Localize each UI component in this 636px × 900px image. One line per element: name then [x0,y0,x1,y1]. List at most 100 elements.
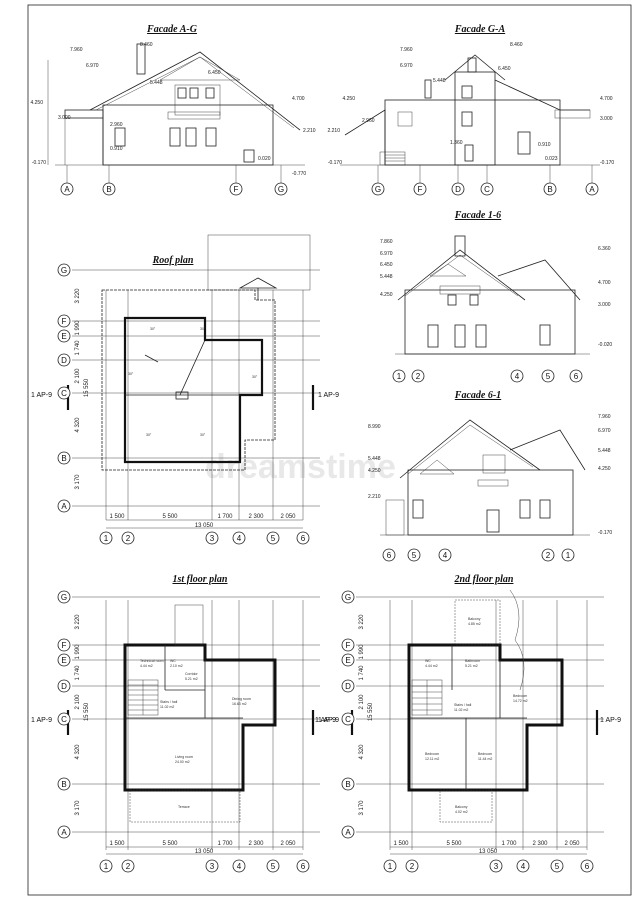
svg-text:2 050: 2 050 [280,514,296,520]
svg-text:Bedroom: Bedroom [425,752,439,756]
svg-text:16.63 m2: 16.63 m2 [232,702,247,706]
svg-text:3 170: 3 170 [75,800,81,816]
svg-text:2: 2 [410,862,415,871]
svg-text:F: F [346,641,351,650]
svg-text:4: 4 [521,862,526,871]
svg-text:F: F [62,641,67,650]
svg-text:3: 3 [494,862,499,871]
svg-text:4.250: 4.250 [380,292,393,298]
facade-a-g-body [102,104,274,166]
svg-text:1 500: 1 500 [109,514,125,520]
roof-plan-title: Roof plan [152,255,194,266]
svg-text:3 220: 3 220 [75,614,81,630]
svg-text:Corridor: Corridor [185,672,198,676]
svg-text:6.450: 6.450 [498,66,511,72]
svg-text:F: F [62,317,67,326]
svg-text:3 170: 3 170 [75,474,81,490]
svg-text:1 AP-9: 1 AP-9 [31,717,52,724]
second-floor-walls [407,643,564,792]
svg-text:WC: WC [170,659,176,663]
svg-text:6.970: 6.970 [86,63,99,69]
svg-text:4 320: 4 320 [75,417,81,433]
svg-text:B: B [106,185,111,194]
svg-text:0.023: 0.023 [545,156,558,162]
svg-text:-0.170: -0.170 [328,160,342,166]
facade-a-g: Facade A-G 4.250 3.000 -0.170 7.96 [30,24,316,196]
svg-text:4 320: 4 320 [359,744,365,760]
svg-text:11.44 m2: 11.44 m2 [478,757,492,761]
svg-text:Stairs / hall: Stairs / hall [454,703,472,707]
svg-text:4.250: 4.250 [342,96,355,102]
svg-text:13 050: 13 050 [195,523,214,529]
svg-text:15 550: 15 550 [84,702,90,721]
svg-text:0.910: 0.910 [110,146,123,152]
svg-text:2: 2 [546,551,551,560]
svg-text:4.44 m2: 4.44 m2 [140,664,153,668]
second-floor-title: 2nd floor plan [454,574,514,585]
svg-text:30°: 30° [252,375,258,379]
svg-text:2: 2 [416,372,421,381]
svg-text:Terrace: Terrace [178,805,190,809]
svg-text:3.000: 3.000 [600,116,613,122]
svg-text:6.360: 6.360 [598,246,611,252]
svg-text:Bedroom: Bedroom [478,752,492,756]
svg-text:4: 4 [443,551,448,560]
svg-text:5: 5 [271,862,276,871]
svg-text:B: B [61,454,66,463]
svg-text:6: 6 [301,534,306,543]
svg-text:Dining room: Dining room [232,697,251,701]
svg-text:G: G [278,185,284,194]
svg-text:Bathroom: Bathroom [465,659,480,663]
svg-text:2: 2 [126,534,131,543]
svg-text:-0.770: -0.770 [292,171,306,177]
svg-text:14.72 m2: 14.72 m2 [513,699,528,703]
svg-text:G: G [61,266,67,275]
sheet-frame [27,4,632,896]
svg-text:6.970: 6.970 [400,63,413,69]
svg-text:E: E [61,656,66,665]
svg-text:D: D [61,682,67,691]
svg-text:6.970: 6.970 [598,428,611,434]
svg-text:D: D [345,682,351,691]
svg-text:5.21 m2: 5.21 m2 [465,664,478,668]
facade-6-1-body [407,469,574,536]
svg-text:1 AP-9: 1 AP-9 [315,717,336,724]
svg-text:Bedroom: Bedroom [513,694,527,698]
svg-text:2.960: 2.960 [110,122,123,128]
svg-text:5.448: 5.448 [380,274,393,280]
svg-text:2 100: 2 100 [75,694,81,710]
roof-plan: Roof plan [31,234,339,545]
svg-text:C: C [484,185,490,194]
svg-text:4: 4 [237,534,242,543]
svg-text:8.460: 8.460 [140,42,153,48]
svg-text:C: C [345,715,351,724]
svg-text:7.960: 7.960 [598,414,611,420]
svg-text:3: 3 [210,862,215,871]
facade-1-6-title: Facade 1-6 [454,210,501,221]
svg-text:4.02 m2: 4.02 m2 [455,810,468,814]
svg-text:3 170: 3 170 [359,800,365,816]
svg-text:A: A [61,502,67,511]
svg-text:0.910: 0.910 [538,142,551,148]
svg-text:15 550: 15 550 [84,378,90,397]
svg-text:A: A [345,828,351,837]
svg-text:4.44 m2: 4.44 m2 [425,664,438,668]
first-floor-title: 1st floor plan [172,574,227,585]
svg-text:2 100: 2 100 [359,694,365,710]
facade-6-1-title: Facade 6-1 [454,390,501,401]
roof-outline [123,316,264,464]
svg-text:2.960: 2.960 [362,118,375,124]
svg-text:3 220: 3 220 [75,288,81,304]
svg-text:Living room: Living room [175,755,193,759]
svg-text:2 300: 2 300 [248,514,264,520]
svg-text:G: G [61,593,67,602]
svg-text:Balcony: Balcony [468,617,481,621]
svg-text:6.970: 6.970 [380,251,393,257]
svg-text:E: E [61,332,66,341]
section-mark-right: 1 AP-9 [318,392,339,399]
svg-text:6: 6 [301,862,306,871]
svg-text:30°: 30° [150,327,156,331]
svg-text:11.02 m2: 11.02 m2 [454,708,468,712]
svg-text:15 550: 15 550 [368,702,374,721]
svg-text:6: 6 [585,862,590,871]
